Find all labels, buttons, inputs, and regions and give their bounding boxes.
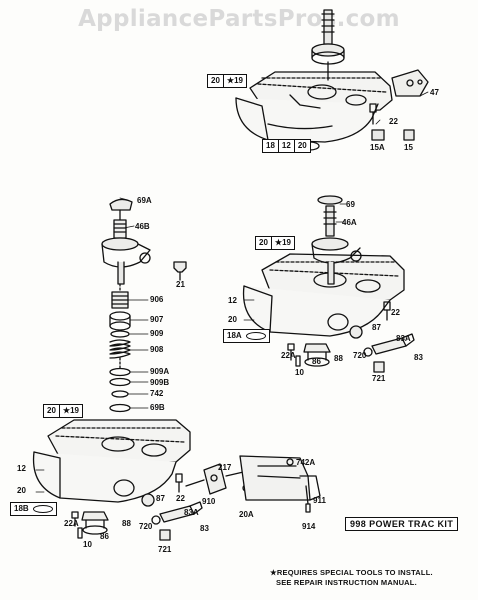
part-label: 721 <box>372 374 386 383</box>
part-label: 86 <box>312 357 321 366</box>
callout-box-cell: 18A <box>227 331 242 340</box>
power-trac-kit-label: 998 POWER TRAC KIT <box>345 517 459 531</box>
callout-box-cell: 20 <box>259 238 268 247</box>
part-label: 83A <box>184 508 199 517</box>
part-label: 46B <box>135 222 150 231</box>
part-label: 742A <box>296 458 316 467</box>
part-label: 909A <box>150 367 170 376</box>
part-label: 69A <box>137 196 152 205</box>
part-label: 83 <box>200 524 209 533</box>
part-label: 15A <box>370 143 385 152</box>
part-label: 22 <box>176 494 185 503</box>
part-label: 22 <box>391 308 400 317</box>
callout-box-cell: 20 <box>211 76 220 85</box>
part-label: 83 <box>414 353 423 362</box>
footnote: ★REQUIRES SPECIAL TOOLS TO INSTALL. SEE … <box>270 568 433 588</box>
part-label: 15 <box>404 143 413 152</box>
part-label: 47 <box>430 88 439 97</box>
callout-box-cell: 18B <box>14 504 29 513</box>
callout-box-cell-star: ★19 <box>222 75 246 87</box>
part-label: 22A <box>281 351 296 360</box>
part-label: 914 <box>302 522 316 531</box>
part-label: 69 <box>346 200 355 209</box>
callout-box-mid-20-19: 20★19 <box>255 236 295 250</box>
callout-box-cell: 18 <box>266 141 275 150</box>
mid-crankcase-cover-drawing <box>242 195 415 373</box>
part-label: 10 <box>83 540 92 549</box>
part-label: 20 <box>228 315 237 324</box>
footnote-line-1: ★REQUIRES SPECIAL TOOLS TO INSTALL. <box>270 568 433 577</box>
part-label: 87 <box>156 494 165 503</box>
footnote-line-2: SEE REPAIR INSTRUCTION MANUAL. <box>276 578 417 587</box>
leader-lines <box>35 91 429 493</box>
part-label: 22 <box>389 117 398 126</box>
part-label: 742 <box>150 389 164 398</box>
part-label: 909B <box>150 378 170 387</box>
gasket-ring-icon <box>32 504 53 513</box>
part-label: 21 <box>176 280 185 289</box>
part-label: 910 <box>202 497 216 506</box>
callout-box-cell: 20 <box>293 140 310 152</box>
part-label: 12 <box>17 464 26 473</box>
callout-box-bottom-20-19: 20★19 <box>43 404 83 418</box>
part-label: 83A <box>396 334 411 343</box>
part-label: 88 <box>334 354 343 363</box>
callout-box-cell-star: ★19 <box>270 237 294 249</box>
top-crankcase-cover-drawing <box>235 9 429 151</box>
part-label: 911 <box>313 496 326 505</box>
callout-box-cell-star: ★19 <box>58 405 82 417</box>
callout-box-mid-18a: 18A <box>223 329 270 343</box>
part-label: 907 <box>150 315 164 324</box>
part-label: 86 <box>100 532 109 541</box>
part-label: 217 <box>218 463 232 472</box>
part-label: 909 <box>150 329 164 338</box>
part-label: 20 <box>17 486 26 495</box>
governor-stack-drawing <box>101 198 187 413</box>
part-label: 10 <box>295 368 304 377</box>
callout-box-top-20-19: 20★19 <box>207 74 247 88</box>
part-label: 22A <box>64 519 79 528</box>
part-label: 721 <box>158 545 172 554</box>
part-label: 12 <box>228 296 237 305</box>
callout-box-cell: 20 <box>47 406 56 415</box>
callout-box-cell: 12 <box>277 140 294 152</box>
power-trac-linkage-drawing <box>185 455 321 513</box>
part-label: 69B <box>150 403 165 412</box>
gasket-ring-icon <box>245 331 266 340</box>
part-label: 87 <box>372 323 381 332</box>
callout-box-bottom-18b: 18B <box>10 502 57 516</box>
part-label: 908 <box>150 345 164 354</box>
part-label: 906 <box>150 295 164 304</box>
part-label: 720 <box>353 351 367 360</box>
part-label: 46A <box>342 218 357 227</box>
watermark-text: AppliancePartsPros.com <box>78 6 400 32</box>
part-label: 88 <box>122 519 131 528</box>
bottom-crankcase-cover-drawing <box>32 419 203 541</box>
part-label: 20A <box>239 510 254 519</box>
part-label: 720 <box>139 522 153 531</box>
